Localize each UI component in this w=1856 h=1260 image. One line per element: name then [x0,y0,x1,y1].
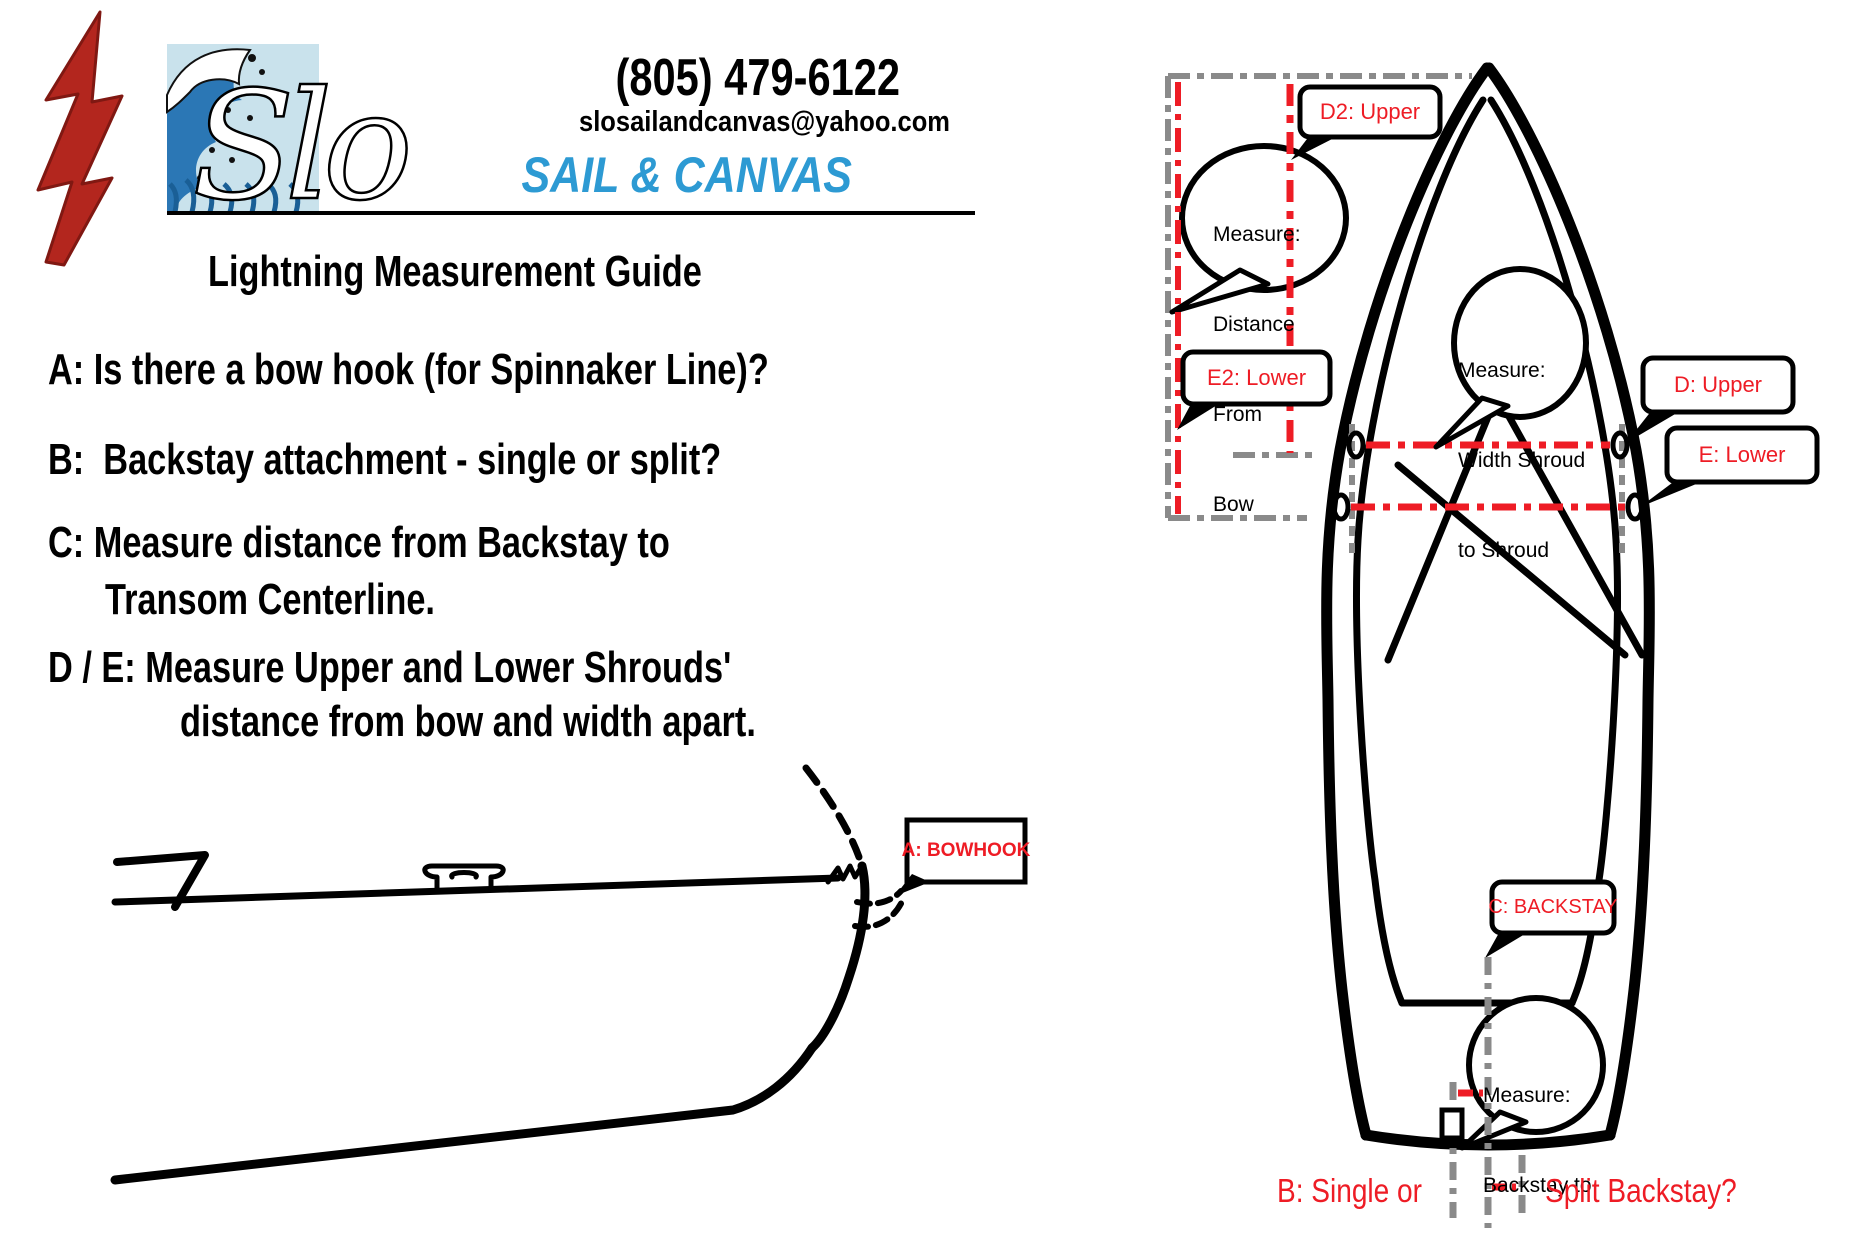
single-backstay-text: B: Single or [1277,1172,1423,1209]
side-view-boat [110,764,907,1185]
email-address: slosailandcanvas@yahoo.com [579,106,950,138]
instruction-b: B: Backstay attachment - single or split… [48,435,722,484]
distance-bubble-text: Measure: Distance From Bow [1213,160,1301,550]
chainplate-gray-lines [1349,424,1625,556]
tv-hull-right [1483,62,1655,1141]
e2-lower-label: E2: Lower [1206,365,1307,390]
sv-transom-mark [113,851,209,911]
distance-bubble-line3: From [1213,403,1262,426]
slo-script-text: Slo [192,60,407,234]
width-bubble-line2: Width Shroud [1458,449,1586,472]
sv-bowhook-zigzag [825,863,865,885]
tv-shroud-diagonal [1394,461,1629,659]
backstay-fitting [1439,1107,1465,1141]
distance-bubble-line2: Distance [1213,313,1295,336]
width-bubble-line3: to Shroud [1458,539,1550,562]
sv-hull-bottom [110,1043,817,1185]
label-box-tails [1177,135,1706,958]
instruction-c-line2: Transom Centerline. [105,575,435,624]
instruction-a: A: Is there a bow hook (for Spinnaker Li… [48,345,769,394]
phone-number: (805) 479-6122 [615,49,900,107]
sv-bow-stem [807,861,870,1053]
width-bubble-text: Measure: Width Shroud to Shroud [1458,296,1585,596]
sv-forestay-dashed [802,764,863,861]
e-lower-label: E: Lower [1698,442,1786,467]
sv-deck-line [111,874,842,906]
brand-name: SAIL & CANVAS [521,147,852,203]
bowhook-label-box [904,817,1028,885]
d-upper-label: D: Upper [1673,372,1763,397]
instruction-de-line1: D / E: Measure Upper and Lower Shrouds' [48,643,732,692]
distance-bubble [1179,143,1349,293]
wave-speckles [197,54,265,181]
c-label-tail [1485,931,1530,958]
tv-hull-left [1321,62,1493,1141]
backstay-bubble [1466,995,1606,1135]
distance-bubble-line4: Bow [1213,493,1254,516]
c-backstay-label: C: BACKSTAY [1488,896,1618,918]
d2-label-tail [1291,135,1340,160]
d-label-tail [1626,410,1682,443]
sv-spinline-dash-2 [852,894,907,930]
fitting-lower-left [1331,492,1351,522]
fitting-upper-right [1610,430,1630,460]
backstay-bubble-text: Measure: Backstay to Centerline [1483,1021,1592,1260]
width-bubble-line1: Measure: [1458,359,1546,382]
split-backstay-text: Split Backstay? [1545,1172,1737,1209]
width-bubble [1451,266,1589,420]
shroud-width-lines [1351,441,1625,511]
instruction-de-line2: distance from bow and width apart. [180,697,756,746]
wave-streaks [168,178,301,213]
e2-label-tail [1177,402,1222,430]
fitting-upper-left [1346,430,1366,460]
distance-bubble-tail [1169,267,1271,315]
instruction-c-line1: C: Measure distance from Backstay to [48,518,670,567]
sv-cleat [422,863,506,893]
backstay-bubble-tail [1459,1109,1529,1151]
wave-logo: Slo [166,44,418,235]
e-label-box [1664,425,1820,485]
wave-crest-foam [166,48,252,114]
d2-upper-label: D2: Upper [1319,99,1421,124]
lightning-bolt-icon [36,10,124,267]
backstay-bubble-line2: Backstay to [1483,1174,1592,1197]
page-title: Lightning Measurement Guide [208,247,702,296]
label-boxes [1180,84,1820,936]
fitting-lower-right [1625,492,1645,522]
backstay-bubble-line1: Measure: [1483,1084,1571,1107]
bow-datum-gray-lines [1165,73,1472,521]
e2-label-box [1180,349,1333,407]
bowhook-label-tail [895,874,930,896]
d-label-box [1640,355,1796,415]
distance-bubble-line1: Measure: [1213,223,1301,246]
width-bubble-tail [1433,395,1511,450]
tv-inner-gunwale-left [1353,96,1487,1007]
bowhook-label: A: BOWHOOK [901,840,1031,861]
stern-gray-lines [1449,957,1526,1228]
chainplate-fittings [1331,430,1645,522]
e-label-tail [1640,480,1706,507]
c-label-box [1489,879,1617,936]
d2-label-box [1297,84,1443,140]
